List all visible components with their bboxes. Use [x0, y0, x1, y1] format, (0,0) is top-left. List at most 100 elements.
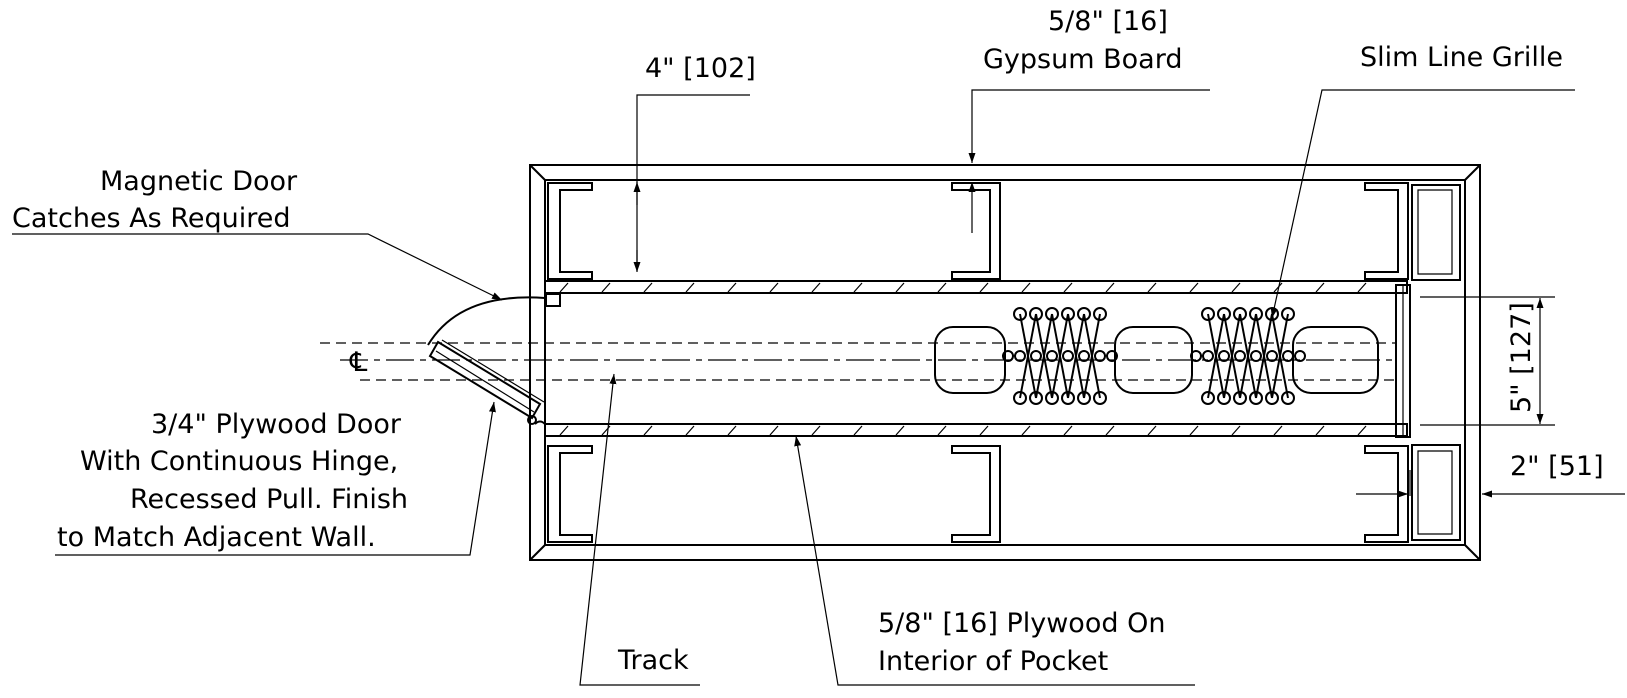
hatch-mark — [1273, 282, 1283, 293]
gypsum-label-1: 5/8" [16] — [1048, 6, 1168, 37]
hatch-mark — [1147, 282, 1157, 293]
grille-pivot — [1249, 391, 1263, 405]
grille-pivot — [1281, 307, 1295, 321]
grille-link — [1019, 313, 1037, 399]
grille-pivot — [1294, 350, 1306, 362]
door-swing-arc — [427, 296, 546, 346]
grille-pivot — [1266, 350, 1278, 362]
centerline-symbol: ℄ — [349, 347, 368, 378]
grille-label: Slim Line Grille — [1360, 42, 1563, 73]
grille-pivot — [1077, 391, 1091, 405]
hatch-mark — [601, 425, 611, 436]
grille-pivot — [1062, 350, 1074, 362]
door-label-2: With Continuous Hinge, — [80, 446, 398, 477]
grille-pivot — [1202, 350, 1214, 362]
hatch-mark — [559, 425, 569, 436]
grille-link — [1255, 313, 1273, 399]
leader-grille: Slim Line Grille — [1270, 42, 1575, 319]
hatch-mark — [727, 282, 737, 293]
grille-link — [1035, 313, 1053, 399]
grille-link — [1207, 313, 1225, 399]
hatch-mark — [601, 282, 611, 293]
hatch-mark — [1357, 282, 1367, 293]
hatch-mark — [727, 425, 737, 436]
magnetic-label-1: Magnetic Door — [100, 166, 298, 197]
grille-pivot — [1013, 391, 1027, 405]
hatch-mark — [1273, 425, 1283, 436]
grille-pivot — [1061, 307, 1075, 321]
gypsum-label-2: Gypsum Board — [983, 44, 1182, 75]
hatch-mark — [1063, 282, 1073, 293]
hatch-mark — [685, 425, 695, 436]
dimension-4in-label: 4" [102] — [645, 53, 756, 84]
hatch-mark — [1189, 282, 1199, 293]
leader-magnetic: Magnetic Door Catches As Required — [12, 166, 503, 301]
grille-pivot — [1030, 350, 1042, 362]
grille-link — [1223, 313, 1241, 399]
grille-pivot — [1265, 391, 1279, 405]
dimension-2in-label: 2" [51] — [1510, 451, 1604, 482]
hatch-mark — [643, 282, 653, 293]
grille-pivot — [1217, 391, 1231, 405]
hatch-mark — [1189, 425, 1199, 436]
grille-link — [1051, 313, 1069, 399]
grille-pivot — [1106, 350, 1118, 362]
hatch-mark — [1147, 425, 1157, 436]
slim-line-grille — [934, 307, 1379, 405]
hatch-mark — [1357, 425, 1367, 436]
hatch-mark — [1315, 282, 1325, 293]
grille-pivot — [1061, 391, 1075, 405]
dimension-5in: 5" [127] — [1420, 296, 1555, 426]
hatch-mark — [811, 425, 821, 436]
hatch-mark — [853, 282, 863, 293]
hatch-mark — [559, 282, 569, 293]
door-label-3: Recessed Pull. Finish — [130, 484, 408, 515]
grille-pivot — [1201, 307, 1215, 321]
leader-plywood: 5/8" [16] Plywood On Interior of Pocket — [794, 435, 1195, 686]
plywood-label-1: 5/8" [16] Plywood On — [878, 608, 1165, 639]
hatch-mark — [979, 282, 989, 293]
grille-pivot — [1029, 391, 1043, 405]
dimension-2in: 2" [51] — [1356, 451, 1625, 498]
hatch-mark — [1021, 425, 1031, 436]
hatch-mark — [979, 425, 989, 436]
wall-outline — [529, 164, 1481, 561]
door-bottom-edge — [534, 420, 546, 425]
hatch-mark — [1063, 425, 1073, 436]
pocket-end-jamb — [1395, 284, 1411, 438]
grille-pivot — [1190, 350, 1202, 362]
grille-panel — [1292, 326, 1379, 394]
plywood-liner — [544, 280, 1408, 437]
hatch-mark — [811, 282, 821, 293]
door-label-1: 3/4" Plywood Door — [151, 409, 402, 440]
magnetic-label-2: Catches As Required — [12, 203, 291, 234]
grille-pivot — [1217, 307, 1231, 321]
grille-pivot — [1282, 350, 1294, 362]
hatch-mark — [895, 282, 905, 293]
hatch-mark — [685, 282, 695, 293]
hatch-mark — [937, 425, 947, 436]
grille-pivot — [1218, 350, 1230, 362]
hatch-mark — [1021, 282, 1031, 293]
track-label: Track — [617, 645, 689, 676]
grille-pivot — [1029, 307, 1043, 321]
grille-pivot — [1078, 350, 1090, 362]
grille-pivot — [1233, 391, 1247, 405]
grille-pivot — [1250, 350, 1262, 362]
grille-pivot — [1234, 350, 1246, 362]
grille-pivot — [1249, 307, 1263, 321]
hatch-mark — [1231, 425, 1241, 436]
grille-pivot — [1093, 391, 1107, 405]
grille-pivot — [1046, 350, 1058, 362]
grille-pivot — [1281, 391, 1295, 405]
grille-link — [1067, 313, 1085, 399]
grille-pivot — [1093, 307, 1107, 321]
dimension-5in-label: 5" [127] — [1506, 302, 1537, 413]
hatch-mark — [769, 425, 779, 436]
grille-pivot — [1233, 307, 1247, 321]
plywood-label-2: Interior of Pocket — [878, 646, 1108, 677]
plywood-door-leaf — [428, 339, 545, 425]
grille-pivot — [1094, 350, 1106, 362]
hatch-mark — [1105, 282, 1115, 293]
